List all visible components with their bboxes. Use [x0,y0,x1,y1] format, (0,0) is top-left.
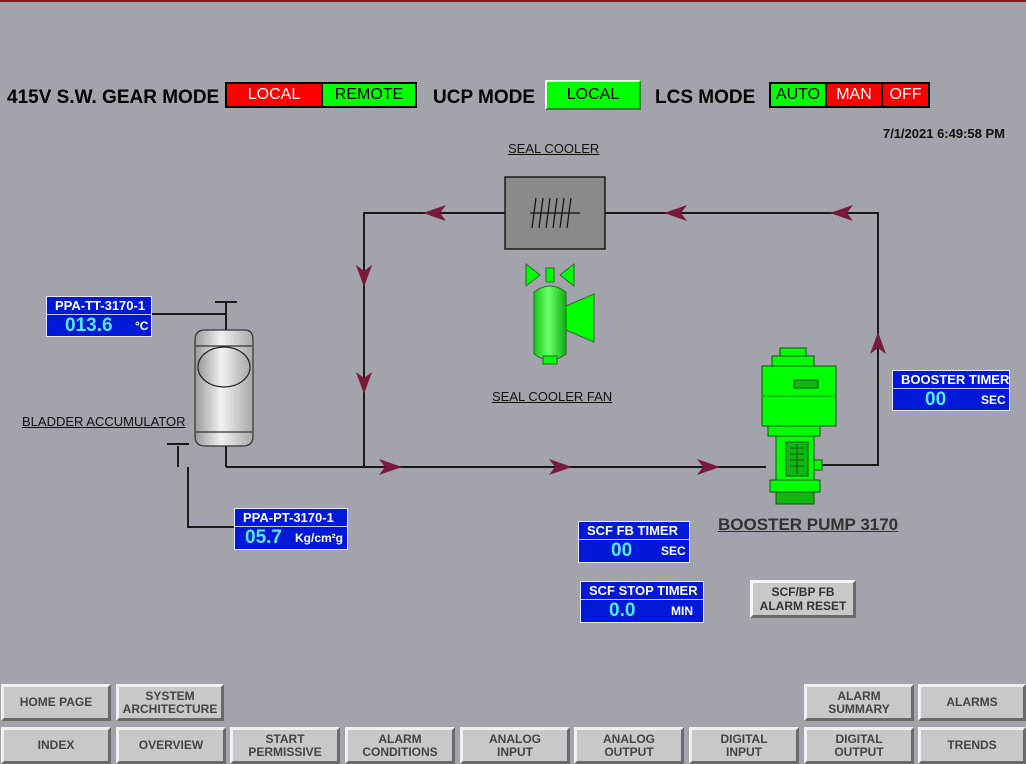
flow-arrow-icon [697,459,720,475]
nav-label-line2: OUTPUT [834,744,884,759]
top-border [0,0,1026,2]
tag-title: PPA-PT-3170-1 [235,509,347,527]
pipe-return-to-cooler [605,212,879,466]
nav-analog-output-button[interactable]: ANALOG OUTPUT [574,727,684,764]
ucp-mode-label: UCP MODE [433,87,536,108]
tt-3170-display: PPA-TT-3170-1 013.6 °C [46,296,152,337]
lcs-off-button[interactable]: OFF [883,84,928,106]
flow-arrow-icon [356,265,372,287]
nav-label-line1: DIGITAL [835,731,883,746]
tag-unit: SEC [661,544,686,558]
nav-analog-input-button[interactable]: ANALOG INPUT [460,727,570,764]
bladder-accumulator-label: BLADDER ACCUMULATOR [22,414,186,429]
nav-overview-button[interactable]: OVERVIEW [116,727,226,764]
tag-value: 013.6 [65,315,113,336]
nav-system-architecture-button[interactable]: SYSTEM ARCHITECTURE [116,684,224,721]
nav-label: OVERVIEW [138,738,204,752]
nav-label-line1: ANALOG [603,731,655,746]
flow-arrow-icon [549,459,572,475]
flow-arrow-icon [356,372,372,394]
nav-label-line1: ALARM [837,688,881,703]
tag-value: 0.0 [609,600,636,621]
pt-3170-display: PPA-PT-3170-1 05.7 Kg/cm²g [234,508,348,550]
nav-label-line2: SUMMARY [828,701,890,716]
swgear-remote-button[interactable]: REMOTE [323,84,415,106]
flow-arrow-icon [870,332,886,354]
tag-unit: Kg/cm²g [295,531,343,545]
lcs-auto-button[interactable]: AUTO [771,84,827,106]
nav-home-page-button[interactable]: HOME PAGE [1,684,111,721]
tag-value: 00 [611,540,633,561]
nav-label-line2: PERMISSIVE [248,744,322,759]
swgear-mode-label: 415V S.W. GEAR MODE [7,87,220,108]
flow-arrows [356,205,886,475]
flow-arrow-icon [423,205,446,221]
seal-cooler-icon [504,176,606,250]
tag-value: 00 [925,389,947,410]
nav-label-line1: SYSTEM [145,688,195,703]
nav-label-line2: INPUT [497,744,533,759]
tag-value: 05.7 [245,527,282,548]
nav-trends-button[interactable]: TRENDS [918,727,1026,764]
seal-cooler-fan-label: SEAL COOLER FAN [492,389,613,404]
flow-arrow-icon [664,205,687,221]
nav-label-line2: ARCHITECTURE [122,701,218,716]
tag-title: BOOSTER TIMER [893,371,1009,389]
reset-label-line1: SCF/BP FB [771,585,835,599]
nav-label-line2: INPUT [726,744,762,759]
tag-unit: SEC [981,393,1006,407]
swgear-local-button[interactable]: LOCAL [227,84,323,106]
scf-bp-fb-alarm-reset-button[interactable]: SCF/BP FB ALARM RESET [750,580,856,618]
pipe-cooler-to-accumulator [363,212,505,467]
tag-unit: MIN [671,604,693,618]
nav-label-line1: ANALOG [489,731,541,746]
scf-stop-timer-display: SCF STOP TIMER 0.0 MIN [580,581,704,623]
seal-cooler-fan-icon [525,262,595,365]
lcs-mode-label: LCS MODE [655,87,756,108]
nav-label-line2: OUTPUT [604,744,654,759]
lcs-man-button[interactable]: MAN [827,84,883,106]
scf-fb-timer-display: SCF FB TIMER 00 SEC [578,521,690,563]
datetime-display: 7/1/2021 6:49:58 PM [882,126,1005,141]
nav-label: INDEX [37,738,75,752]
nav-label: HOME PAGE [19,695,93,709]
flow-arrow-icon [379,459,402,475]
nav-alarms-button[interactable]: ALARMS [918,684,1026,721]
reset-label-line2: ALARM RESET [759,599,847,613]
nav-digital-output-button[interactable]: DIGITAL OUTPUT [804,727,914,764]
nav-label: TRENDS [947,738,997,752]
booster-pump-label: BOOSTER PUMP 3170 [718,515,899,534]
pipe-pt-connection [187,467,234,528]
flow-arrow-icon [830,205,853,221]
nav-label-line1: DIGITAL [720,731,768,746]
nav-label-line1: START [265,731,305,746]
tag-title: SCF STOP TIMER [581,582,703,600]
nav-label-line1: ALARM [378,731,422,746]
swgear-mode-group: LOCAL REMOTE [225,82,417,108]
tag-title: SCF FB TIMER [579,522,689,540]
nav-index-button[interactable]: INDEX [1,727,111,764]
booster-pump-icon [761,347,837,505]
nav-label-line2: CONDITIONS [362,744,438,759]
nav-alarm-conditions-button[interactable]: ALARM CONDITIONS [345,727,455,764]
bladder-accumulator-icon [194,329,254,447]
nav-alarm-summary-button[interactable]: ALARM SUMMARY [804,684,914,721]
seal-cooler-label: SEAL COOLER [508,141,600,156]
tag-unit: °C [135,319,149,333]
nav-start-permissive-button[interactable]: START PERMISSIVE [230,727,340,764]
booster-timer-display: BOOSTER TIMER 00 SEC [892,370,1010,411]
ucp-local-button[interactable]: LOCAL [545,80,641,110]
nav-label: ALARMS [946,695,998,709]
lcs-mode-group: AUTO MAN OFF [769,82,930,108]
tag-title: PPA-TT-3170-1 [47,297,151,315]
nav-digital-input-button[interactable]: DIGITAL INPUT [689,727,799,764]
